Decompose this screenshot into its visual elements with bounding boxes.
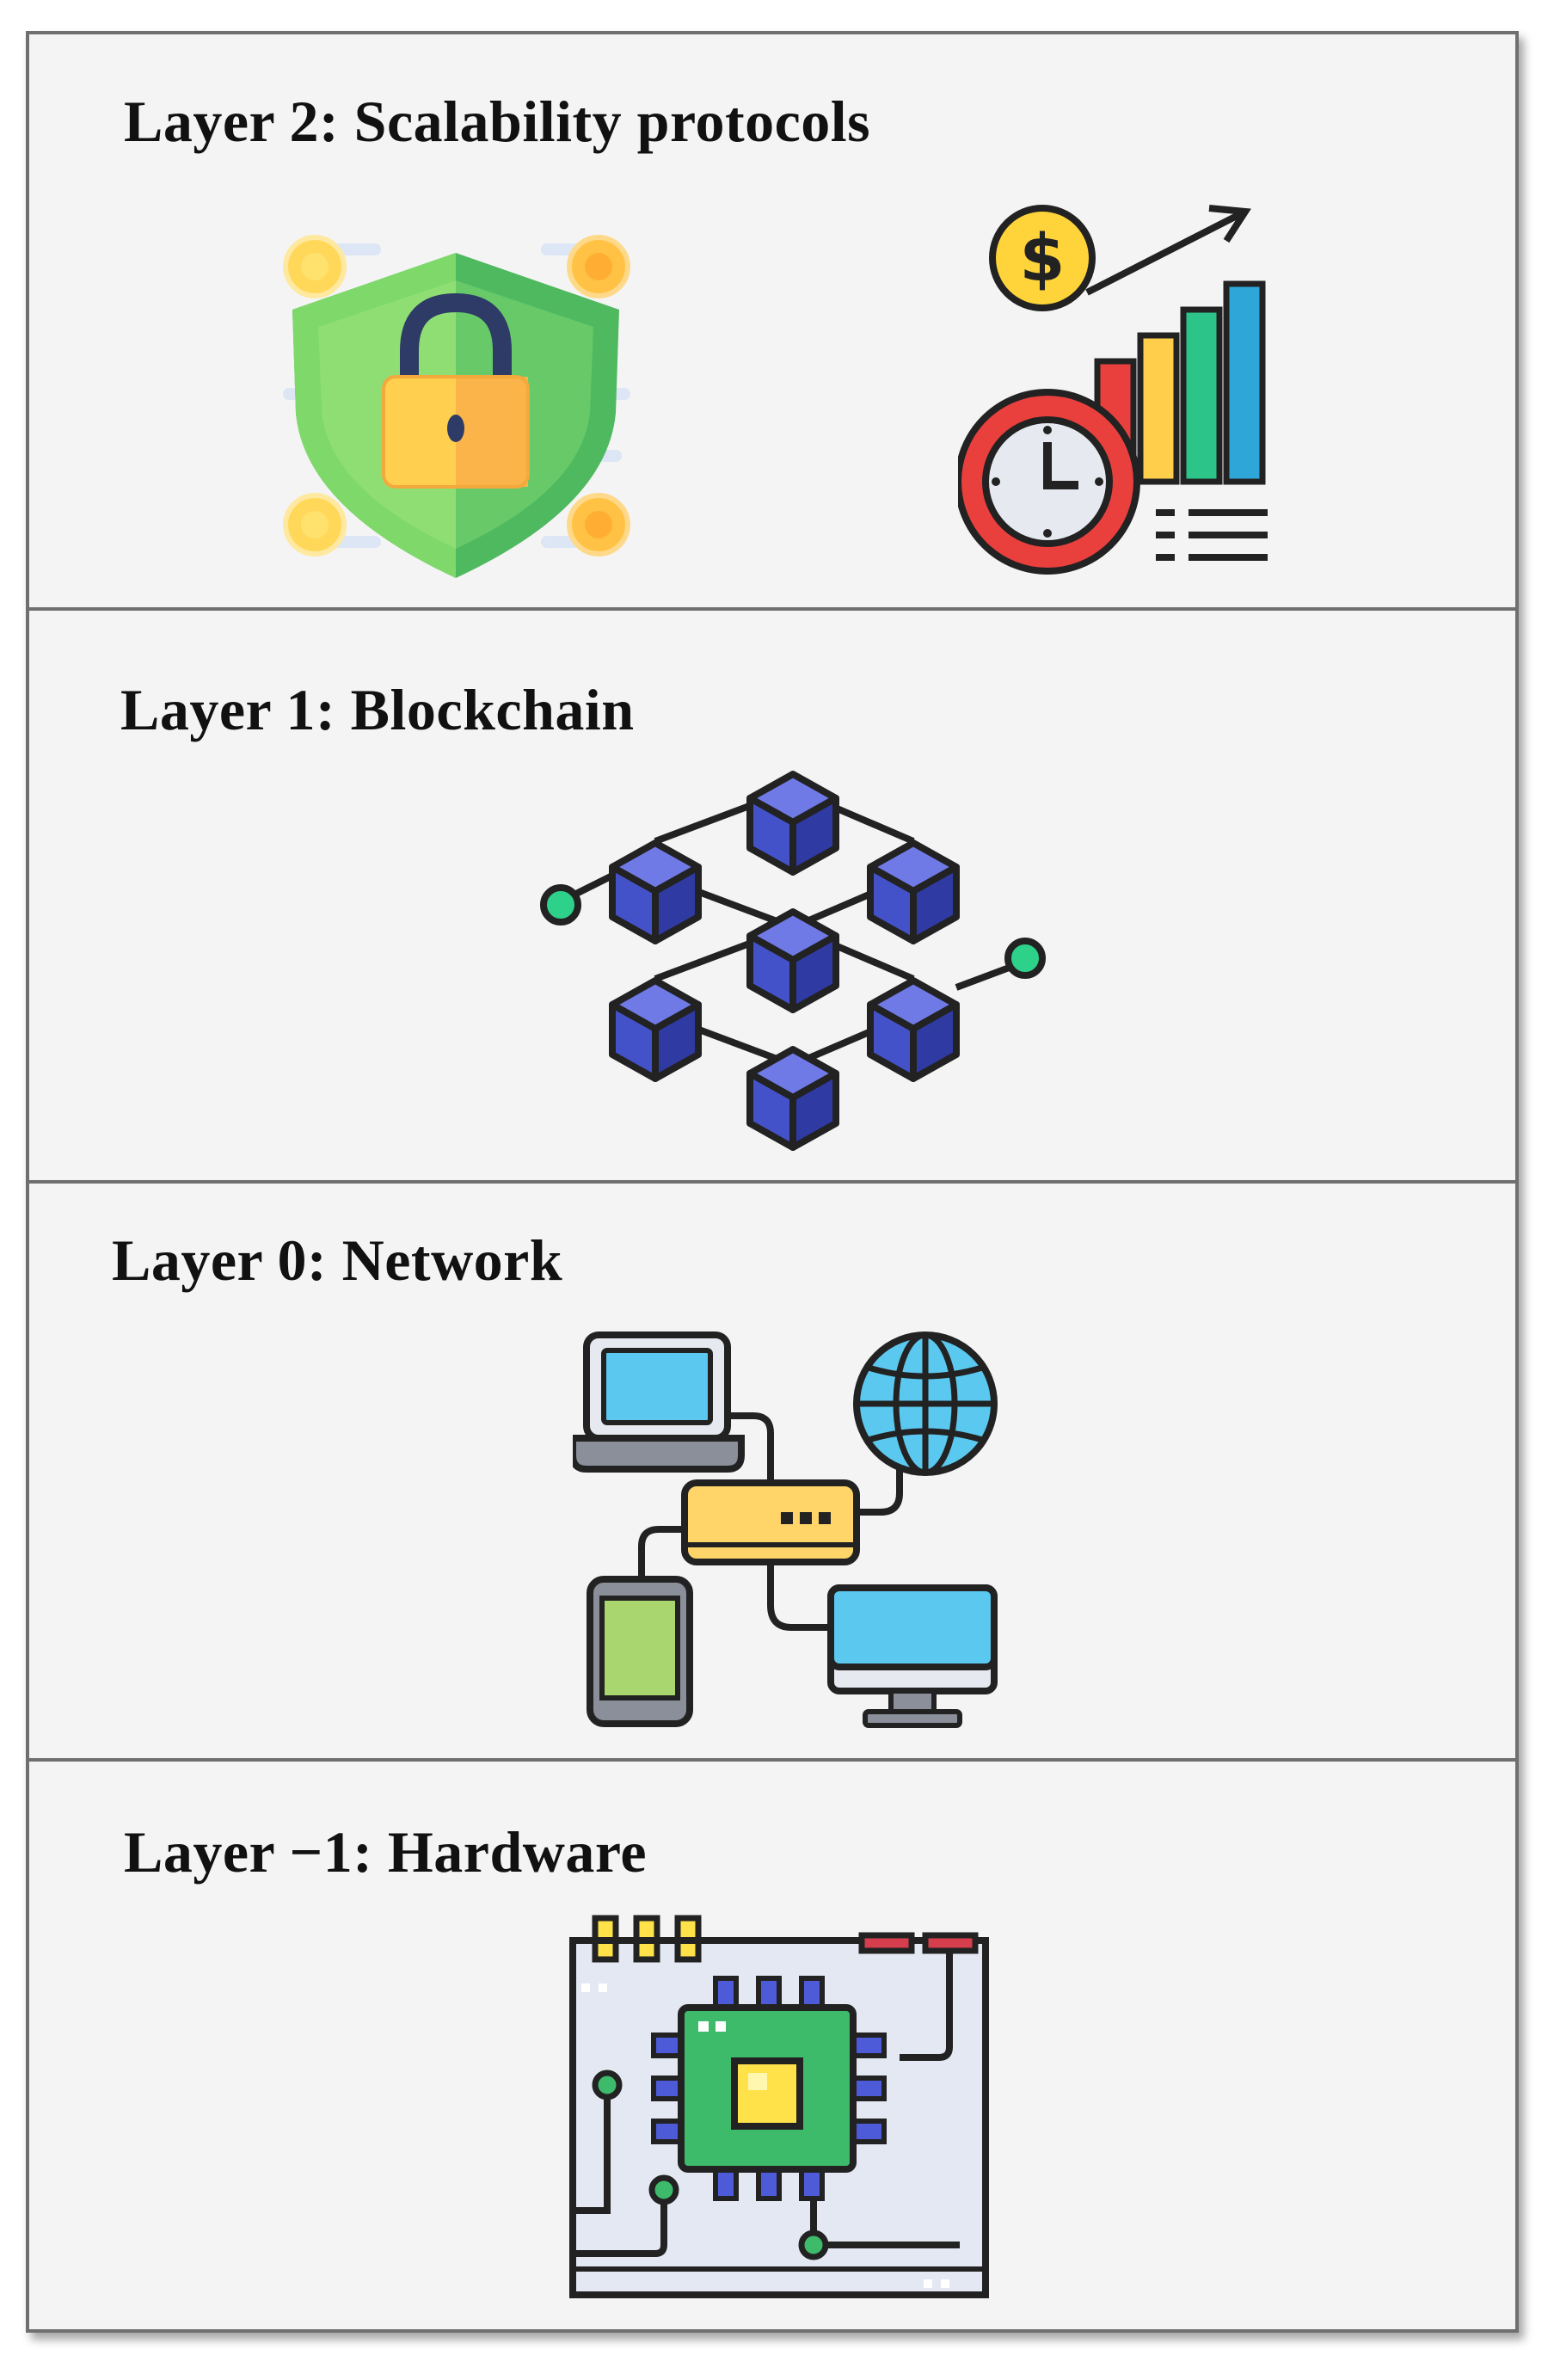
layer-2-title: Layer 2: Scalability protocols (124, 89, 871, 154)
layer-1-panel: Layer 1: Blockchain (29, 611, 1515, 1184)
layer-2-panel: Layer 2: Scalability protocols (29, 34, 1515, 611)
blockchain-icon (540, 764, 1046, 1159)
layer-stack-diagram: Layer 2: Scalability protocols (26, 31, 1519, 2333)
svg-text:$: $ (1020, 219, 1066, 296)
layer-minus-1-panel: Layer −1: Hardware (29, 1762, 1515, 2333)
shield-lock-icon (283, 235, 630, 578)
growth-chart-icon: $ (958, 205, 1268, 575)
layer-1-title: Layer 1: Blockchain (120, 677, 635, 742)
layer-0-panel: Layer 0: Network (29, 1184, 1515, 1762)
layer-0-title: Layer 0: Network (112, 1227, 563, 1293)
network-icon (573, 1331, 998, 1728)
circuit-board-icon (569, 1915, 989, 2298)
layer-minus-1-title: Layer −1: Hardware (124, 1819, 648, 1885)
